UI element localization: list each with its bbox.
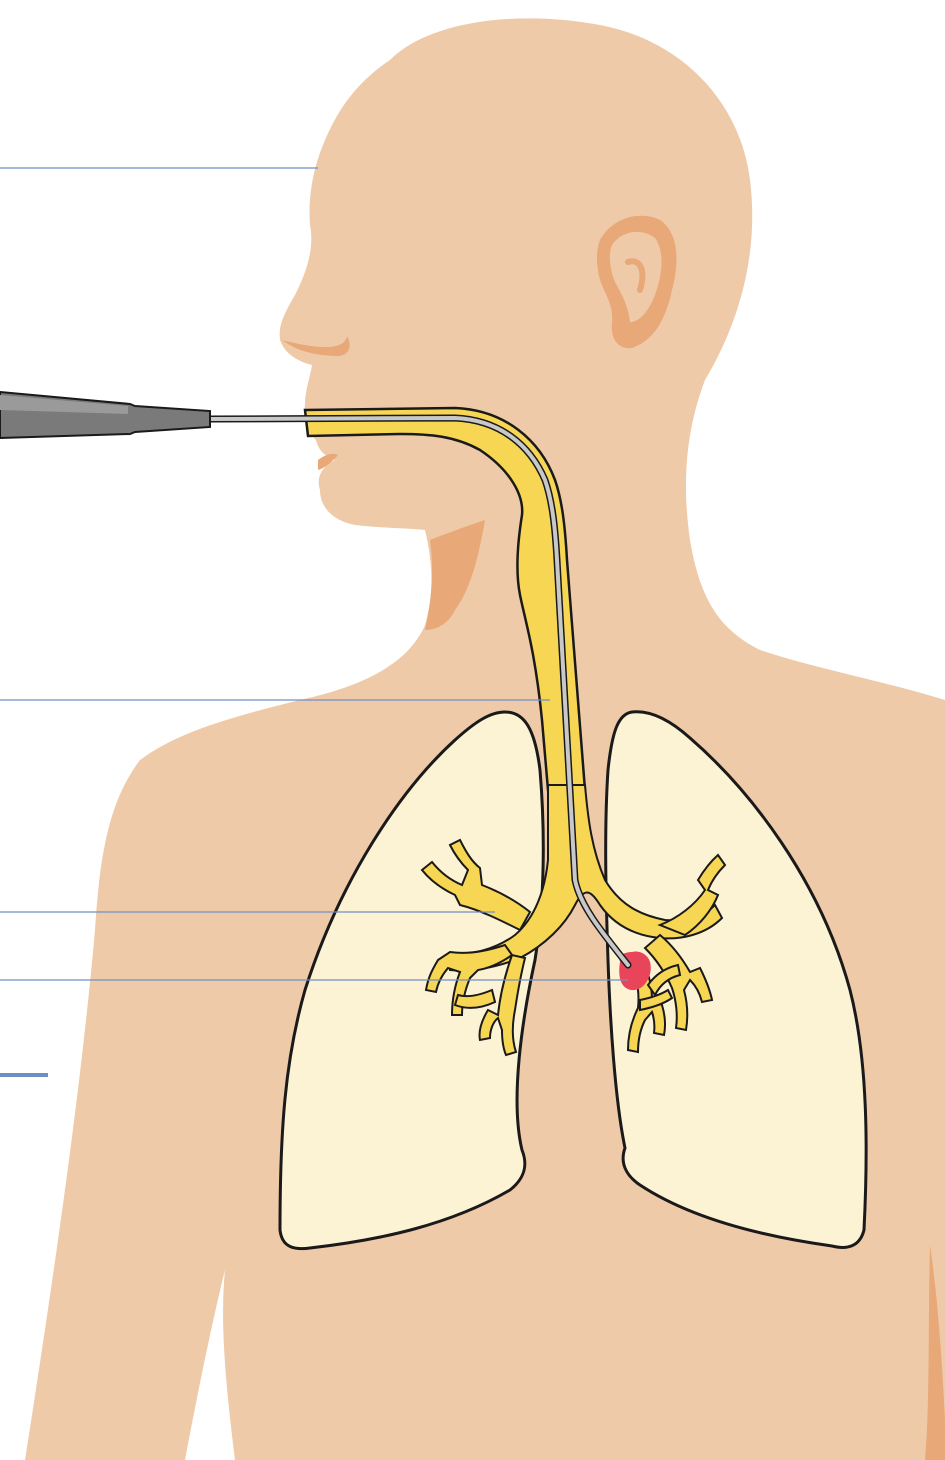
- bronchoscopy-diagram: [0, 0, 945, 1460]
- diagram-canvas: [0, 0, 945, 1460]
